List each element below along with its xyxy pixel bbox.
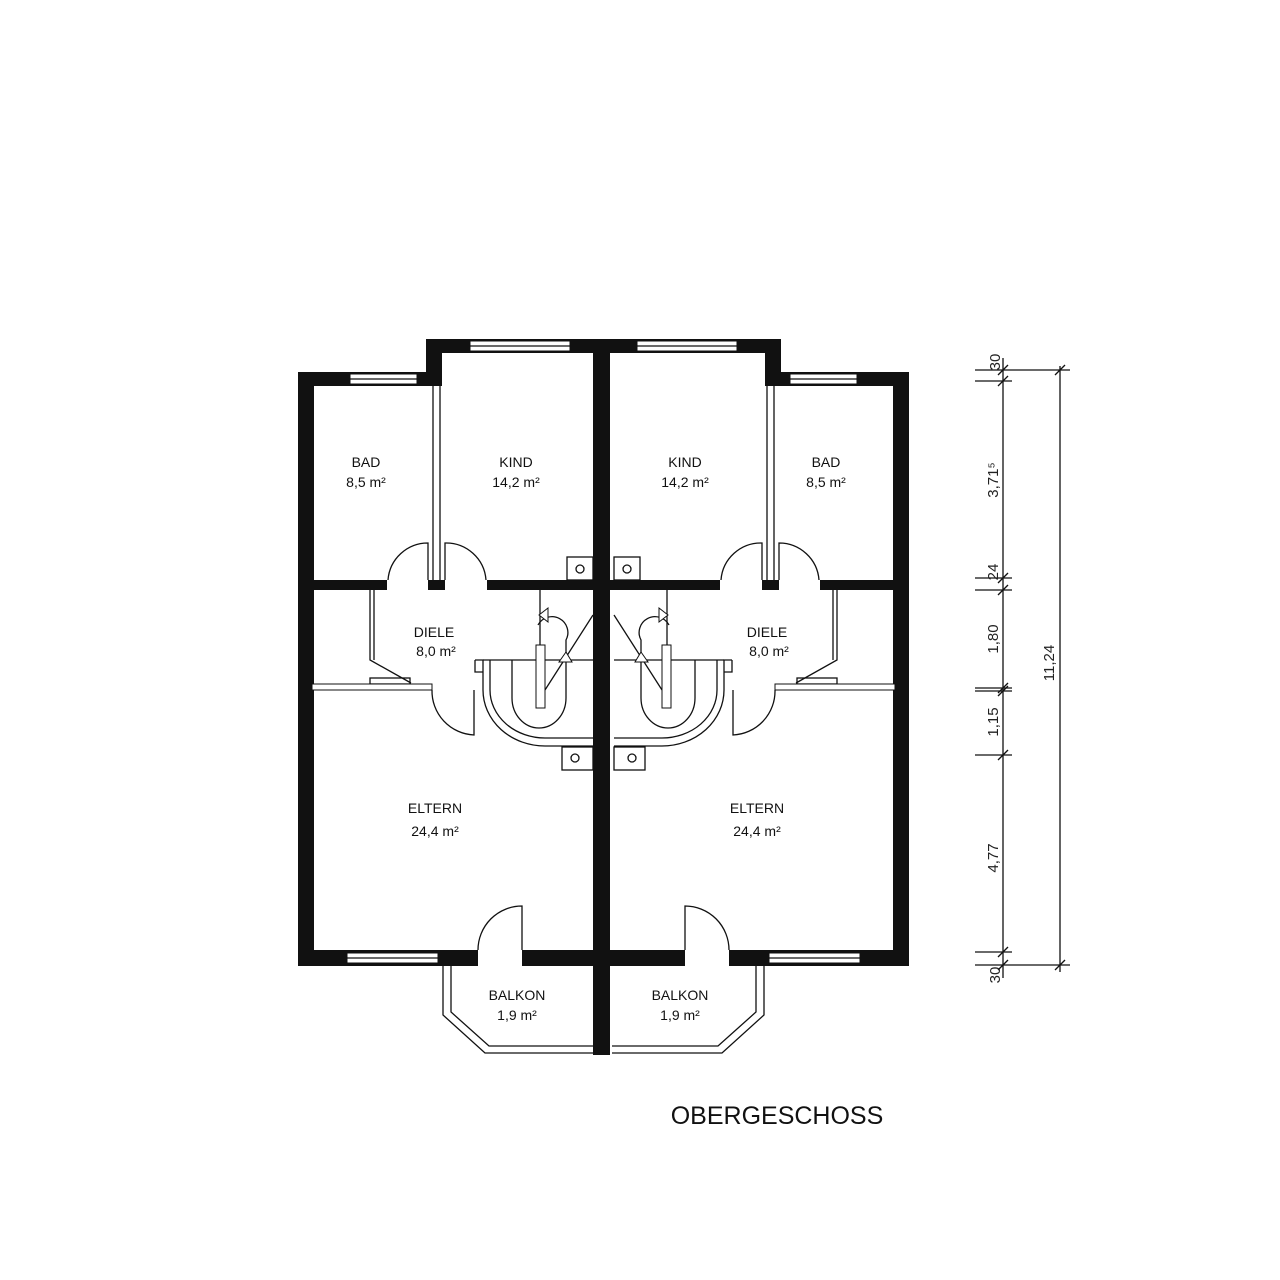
room-name: BALKON [652,987,709,1003]
floor-plan-half [298,339,601,1054]
room-area: 8,0 m² [416,643,456,659]
room-name: BAD [812,454,841,470]
dim-label: 30 [987,967,1004,984]
room-area: 1,9 m² [660,1007,700,1023]
room-name: DIELE [747,624,787,640]
dim-total: 11,24 [1041,645,1058,681]
room-name: BAD [352,454,381,470]
room-name: BALKON [489,987,546,1003]
party-wall [593,339,610,1055]
dimension-chain: 30 3,71⁵ 24 1,80 1,15 4,77 30 11,24 [975,354,1070,984]
inner-wall [298,580,387,590]
dim-slash [997,364,1009,376]
partition-diele-eltern [311,683,433,691]
room-name: KIND [668,454,701,470]
dim-slash [997,959,1009,971]
chimney-shaft [566,556,594,581]
room-area: 8,5 m² [346,474,386,490]
dim-slash [997,375,1009,387]
room-area: 14,2 m² [492,474,540,490]
dim-label: 24 [985,564,1002,581]
floor-title: OBERGESCHOSS [671,1102,884,1130]
staircase [475,659,593,747]
dim-label: 3,71⁵ [985,462,1002,497]
dim-slash [1054,364,1066,376]
door-eltern[interactable] [431,689,475,736]
room-area: 14,2 m² [661,474,709,490]
dim-label: 1,80 [985,624,1002,653]
closet [369,590,412,684]
room-area: 8,0 m² [749,643,789,659]
dim-slash [997,685,1009,697]
balcony-railing [442,966,595,1054]
dim-label: 1,15 [985,707,1002,736]
door-kind[interactable] [444,542,487,581]
room-area: 1,9 m² [497,1007,537,1023]
room-area: 24,4 m² [733,823,781,839]
outer-wall-left [298,372,314,966]
dim-slash [997,584,1009,596]
room-name: DIELE [414,624,454,640]
room-area: 24,4 m² [411,823,459,839]
stair-arrow-icon [538,606,549,624]
door-bad[interactable] [387,542,429,581]
dim-slash [997,572,1009,584]
dim-label: 4,77 [985,843,1002,872]
room-area: 8,5 m² [806,474,846,490]
dim-slash [1054,959,1066,971]
dim-slash [997,946,1009,958]
room-name: ELTERN [408,800,462,816]
room-name: KIND [499,454,532,470]
door-balkon[interactable] [477,905,523,951]
room-name: ELTERN [730,800,784,816]
dim-label: 30 [987,354,1004,371]
dim-slash [997,749,1009,761]
